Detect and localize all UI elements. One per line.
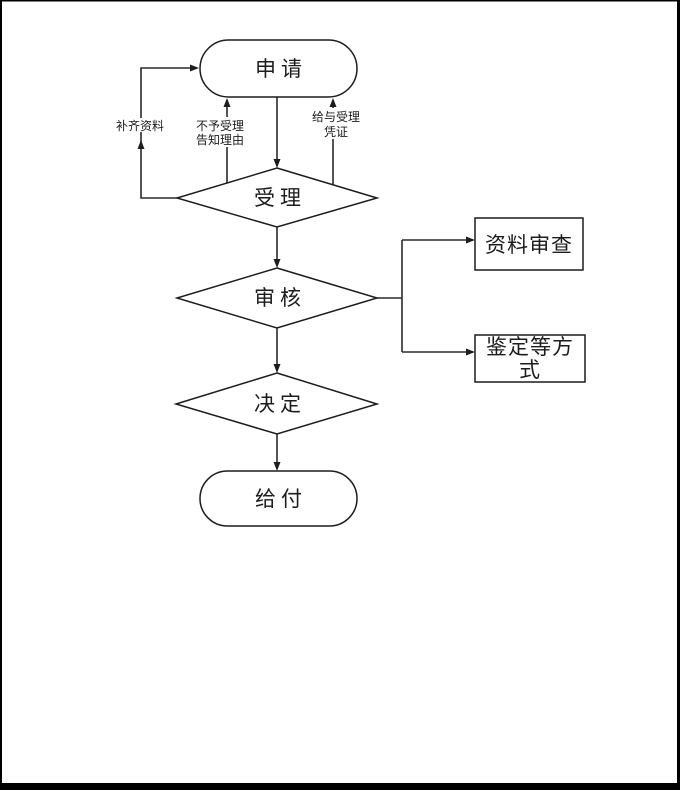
arrowhead-down-review	[273, 259, 281, 268]
receipt-label-line1: 给与受理	[312, 110, 360, 124]
node-pay-label: 给付	[255, 487, 307, 511]
page-border-left	[0, 0, 2, 790]
page-border-bottom	[0, 783, 680, 790]
edge-supplement-loop	[140, 67, 191, 199]
page-border-top	[0, 0, 680, 2]
node-apply-label: 申请	[255, 57, 307, 81]
supplement-label-bg	[112, 118, 168, 132]
receipt-label-bg	[308, 108, 366, 139]
arrowhead-right-apply	[190, 64, 199, 72]
node-appraisal-label-line2: 式	[519, 358, 541, 382]
supplement-label: 补齐资料	[116, 118, 164, 133]
node-pay	[199, 470, 358, 527]
arrowhead-up-reject	[223, 98, 231, 107]
arrowhead-down-accept	[273, 159, 281, 168]
node-decide	[173, 372, 380, 435]
node-decide-label: 决定	[254, 392, 306, 416]
reject-label-line1: 不予受理	[196, 119, 244, 133]
node-accept-label: 受理	[254, 186, 306, 210]
arrowhead-up-receipt	[329, 98, 337, 107]
page-border-right	[677, 0, 680, 790]
arrowhead-down-decide	[273, 364, 281, 373]
node-appraisal	[474, 334, 586, 383]
arrowhead-right-doc-review	[466, 236, 475, 244]
reject-label-bg	[194, 117, 246, 147]
arrowhead-down-pay	[273, 462, 281, 471]
arrowhead-up-supplement	[137, 140, 145, 149]
receipt-label-line2: 凭证	[324, 124, 348, 139]
arrowhead-right-appraisal	[466, 348, 475, 356]
node-appraisal-label-line1: 鉴定等方	[486, 335, 574, 359]
reject-label-line2: 告知理由	[196, 133, 244, 147]
node-doc-review	[474, 217, 584, 271]
node-apply	[199, 39, 358, 98]
node-accept	[174, 167, 380, 228]
node-review-label: 审核	[254, 286, 306, 310]
node-doc-review-label: 资料审查	[485, 233, 573, 257]
node-review	[174, 267, 380, 329]
